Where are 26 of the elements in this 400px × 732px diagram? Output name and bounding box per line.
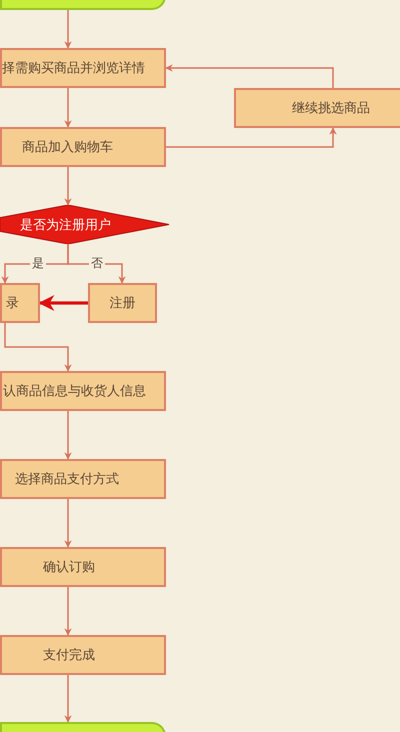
arrow [64,587,72,636]
process-box: 注册 [88,283,157,323]
terminal-box [0,0,166,10]
edge-label: 是 [30,257,46,270]
arrow [38,295,88,311]
process-box: 择需购买商品并浏览详情 [0,48,166,88]
process-box: 选择商品支付方式 [0,459,166,499]
process-box: 录 [0,283,40,323]
arrow [64,411,72,460]
arrow [165,64,334,88]
arrow [67,244,126,284]
arrow [64,675,72,723]
terminal-box [0,722,166,732]
process-box: 确认订购 [0,547,166,587]
process-box: 继续挑选商品 [234,88,400,128]
edge-label: 否 [89,257,105,270]
arrow [64,499,72,548]
decision-diamond: 是否为注册用户 [0,205,170,244]
arrow [4,323,72,372]
process-box: 商品加入购物车 [0,127,166,167]
arrow [64,88,72,128]
arrow [64,10,72,49]
process-box: 支付完成 [0,635,166,675]
arrow [64,167,72,206]
arrow [166,127,337,148]
process-box: 认商品信息与收货人信息 [0,371,166,411]
